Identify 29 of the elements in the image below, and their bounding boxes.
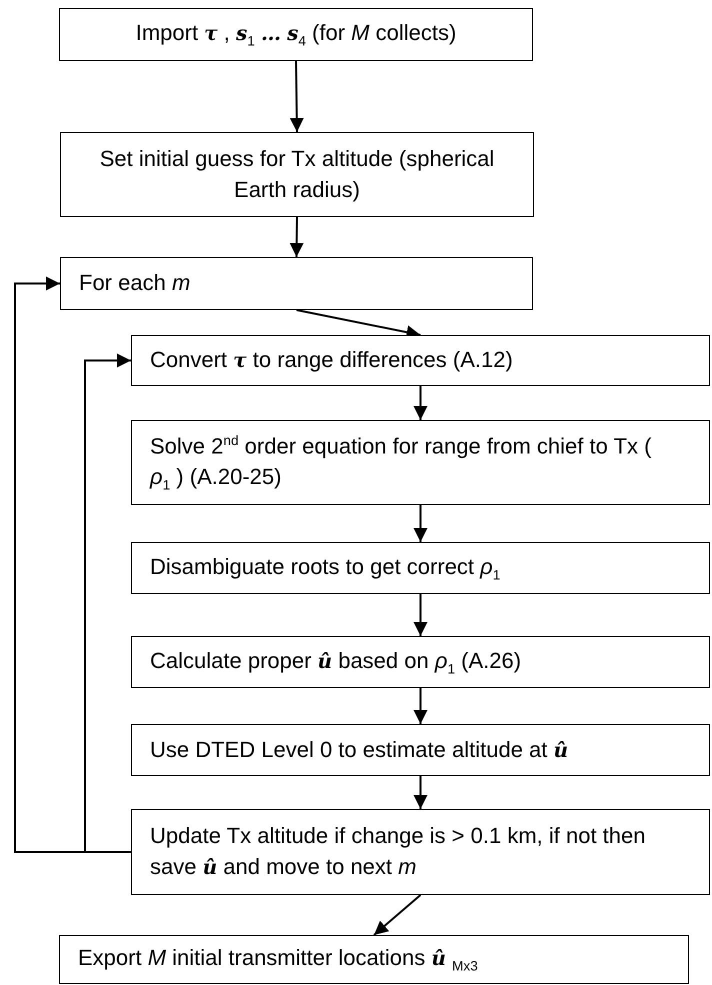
process-box xyxy=(131,542,710,594)
arrow xyxy=(414,776,428,809)
step-text: For each m xyxy=(78,269,192,298)
process-box xyxy=(60,257,533,310)
arrow xyxy=(414,505,428,542)
step-text: Use DTED Level 0 to estimate altitude at û xyxy=(149,736,570,764)
arrow xyxy=(414,594,428,636)
process-box xyxy=(59,935,689,984)
arrow xyxy=(84,354,131,853)
arrow xyxy=(373,894,422,936)
process-box xyxy=(60,132,534,217)
arrow xyxy=(414,688,428,724)
step-text: Convert τ to range differences (A.12) xyxy=(149,346,514,374)
process-box xyxy=(131,420,710,505)
step-text: Set initial guess for Tx altitude (spherical Earth radius) xyxy=(98,144,496,204)
arrow xyxy=(290,216,304,258)
step-text: Solve 2$^{nd}$ order equation for range from chief to Tx ( ρ$_{1}$ ) (A.20-25) xyxy=(148,432,652,494)
process-box xyxy=(131,809,710,895)
process-box xyxy=(131,636,710,688)
step-text: Calculate proper û based on ρ$_{1}$ (A.26) xyxy=(149,646,522,678)
arrow xyxy=(414,386,428,420)
arrow xyxy=(290,60,304,132)
step-text: Export M initial transmitter locations û $_{Mx3}$ xyxy=(77,944,479,976)
step-text: Update Tx altitude if change is > 0.1 km, if not then save û and move to next m xyxy=(149,822,646,881)
step-text: Import τ , s$_{1}$ … s$_{4}$ (for M collects) xyxy=(134,19,458,51)
process-box xyxy=(131,724,710,776)
step-text: Disambiguate roots to get correct ρ$_{1}$ xyxy=(149,552,502,584)
process-box xyxy=(131,335,710,386)
process-box xyxy=(59,8,533,61)
